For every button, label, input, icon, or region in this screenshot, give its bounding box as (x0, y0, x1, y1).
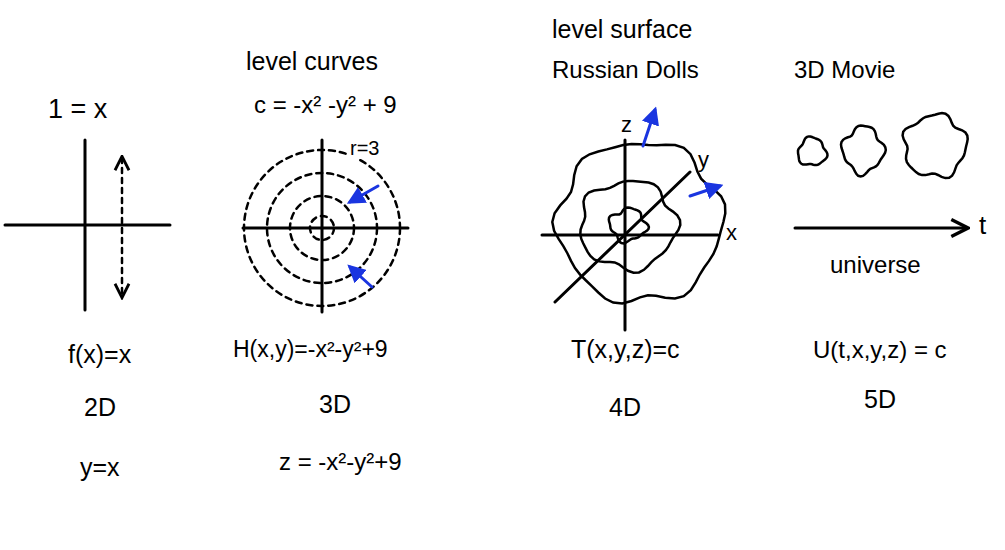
heading: level curves (246, 48, 378, 76)
axis-label: x (726, 221, 737, 245)
dimension-label: 5D (864, 386, 896, 414)
axis-label: y (698, 148, 709, 172)
dimension-label: 3D (319, 391, 351, 419)
axis (555, 172, 690, 302)
axis (5, 224, 170, 227)
dimension-label: 4D (609, 394, 641, 422)
level-surface (552, 144, 725, 303)
equation: c = -x² -y² + 9 (254, 92, 397, 118)
blob (841, 126, 886, 177)
function-label: U(t,x,y,z) = c (813, 337, 947, 363)
function-label: H(x,y)=-x²-y²+9 (233, 337, 388, 362)
caption-label: universe (830, 252, 921, 278)
blue-arrows (350, 110, 720, 287)
time-axis (795, 227, 966, 230)
equation: z = -x²-y²+9 (279, 449, 402, 475)
heading: 3D Movie (794, 57, 895, 83)
heading: level surface (552, 16, 692, 44)
level-surface (580, 181, 680, 273)
dimension-label: 2D (84, 394, 116, 422)
axis (542, 234, 718, 237)
axis-label: t (979, 211, 986, 240)
blob (903, 113, 968, 178)
equation: 1 = x (48, 95, 107, 125)
level-surface (609, 208, 649, 244)
blob (798, 136, 828, 165)
heading: Russian Dolls (552, 57, 699, 83)
function-label: f(x)=x (68, 341, 131, 369)
function-label: T(x,y,z)=c (571, 336, 680, 364)
dotted-line (121, 158, 124, 296)
axis-label: z (621, 113, 632, 137)
axis (321, 140, 324, 312)
level-curves (244, 150, 400, 306)
equation: y=x (80, 454, 120, 482)
radius-label: r=3 (348, 137, 381, 159)
axis (84, 140, 87, 310)
